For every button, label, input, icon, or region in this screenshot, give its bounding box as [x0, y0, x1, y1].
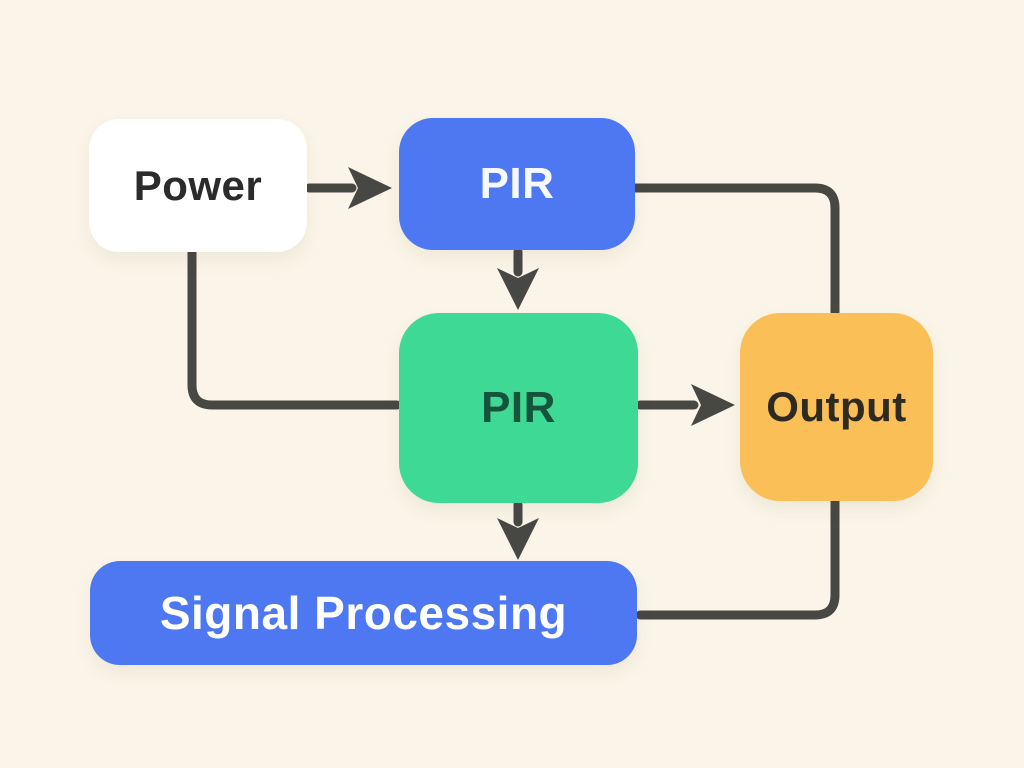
edge-pirmid-to-signal-arrowhead — [497, 518, 539, 560]
pir-middle-node: PIR — [399, 313, 638, 503]
edge-pirtop-to-pirmid-arrowhead — [497, 268, 539, 310]
pir-top-node: PIR — [399, 118, 635, 250]
edge-pirmid-to-output-arrowhead — [691, 384, 735, 426]
edge-power-to-pirmid — [187, 247, 402, 410]
power-node: Power — [89, 119, 307, 252]
output-node: Output — [740, 313, 933, 501]
pir-middle-node-label: PIR — [481, 383, 556, 432]
edge-power-to-pirtop-arrowhead — [348, 167, 392, 209]
pir-top-node-label: PIR — [479, 159, 555, 208]
signal-processing-node-label: Signal Processing — [159, 587, 568, 639]
signal-processing-node: Signal Processing — [90, 561, 637, 665]
power-node-label: Power — [133, 161, 263, 209]
output-node-label: Output — [766, 383, 907, 430]
